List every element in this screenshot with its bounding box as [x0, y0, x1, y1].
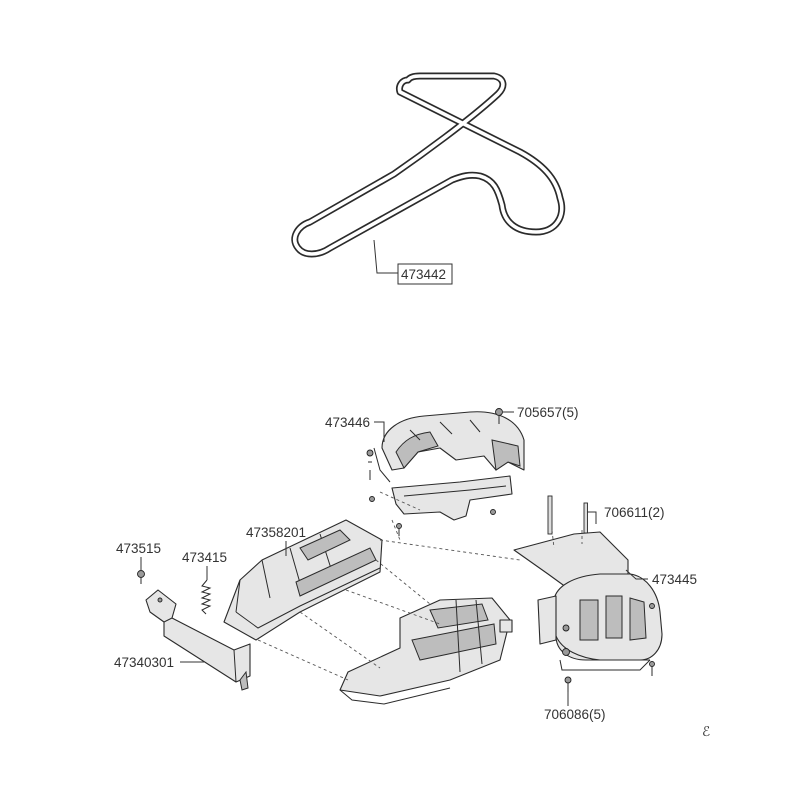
spring[interactable]: [200, 579, 212, 615]
top-guard-screws: [366, 449, 496, 536]
top-guard[interactable]: [373, 411, 525, 521]
bracket[interactable]: [145, 589, 251, 691]
corner-mark: ℰ: [702, 724, 710, 739]
bottom-screws-part-number: 706086(5): [544, 707, 606, 722]
belt-label-box: [397, 263, 453, 285]
right-guard-leader: [625, 569, 648, 580]
right-guard[interactable]: [513, 529, 663, 671]
right-guard-part-number: 473445: [652, 572, 697, 587]
center-plate[interactable]: [223, 519, 383, 641]
left-bolt: [137, 570, 145, 584]
right-guard-screws: [562, 603, 655, 692]
belt-leader: [373, 239, 398, 274]
pins-706611: [547, 495, 588, 535]
drive-belt[interactable]: [291, 72, 566, 258]
alignment-lines: [257, 491, 521, 681]
guard-screw-705657: [495, 408, 503, 424]
belt-part-number: 473442: [401, 267, 446, 282]
guard-screw-part-number: 705657(5): [517, 405, 579, 420]
bracket-part-number: 47340301: [114, 655, 174, 670]
center-plate-part-number: 47358201: [246, 525, 306, 540]
lower-plate[interactable]: [339, 597, 513, 705]
top-guard-part-number: 473446: [325, 415, 370, 430]
top-guard-leader: [374, 421, 385, 442]
pins-leader: [587, 511, 597, 524]
left-bolt-part-number: 473515: [116, 541, 161, 556]
pins-part-number: 706611(2): [604, 505, 665, 520]
spring-part-number: 473415: [182, 550, 227, 565]
